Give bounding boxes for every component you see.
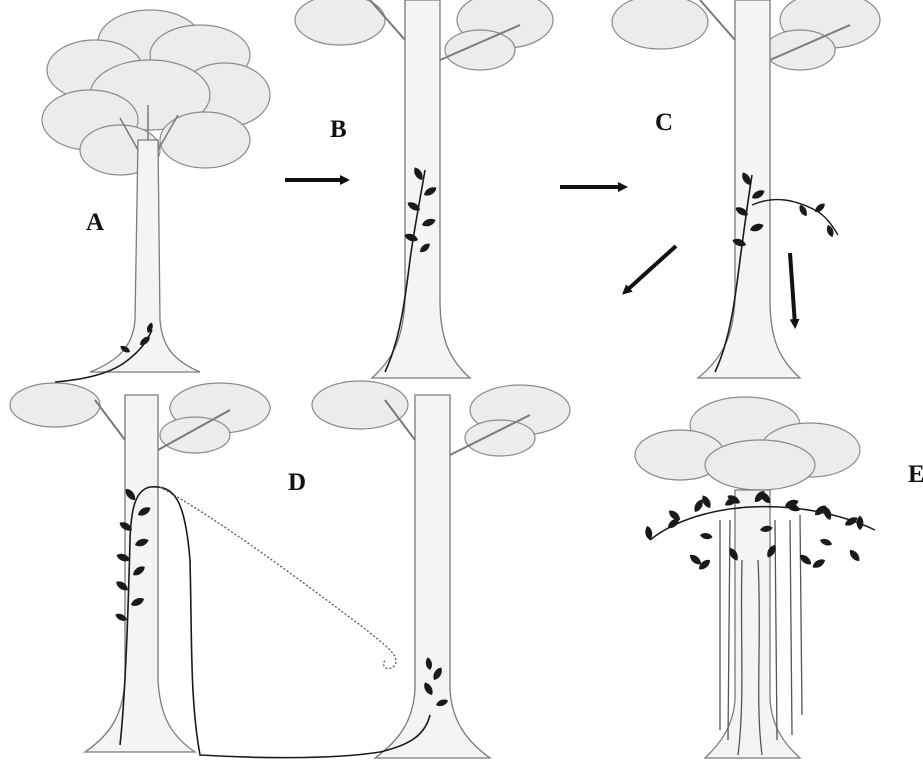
panel-e-host-canopy	[635, 397, 860, 490]
arrow-c-to-e	[790, 253, 795, 325]
panel-a-host-tree	[42, 10, 270, 382]
panel-label-c: C	[655, 110, 673, 135]
panel-label-e: E	[908, 462, 923, 487]
arrow-c-to-d	[625, 246, 676, 292]
panel-label-d: D	[288, 470, 306, 495]
panel-e-strangled-tree	[635, 397, 875, 758]
panel-e-trunk	[705, 490, 800, 758]
panel-label-a: A	[86, 210, 104, 235]
panel-d-vine-stem	[120, 487, 430, 758]
panel-a-trunk	[90, 140, 200, 372]
panel-b-host-tree	[295, 0, 553, 378]
panel-label-b: B	[330, 117, 347, 142]
panel-c-host-tree	[612, 0, 880, 378]
panel-d-searching-shoot	[160, 487, 396, 669]
